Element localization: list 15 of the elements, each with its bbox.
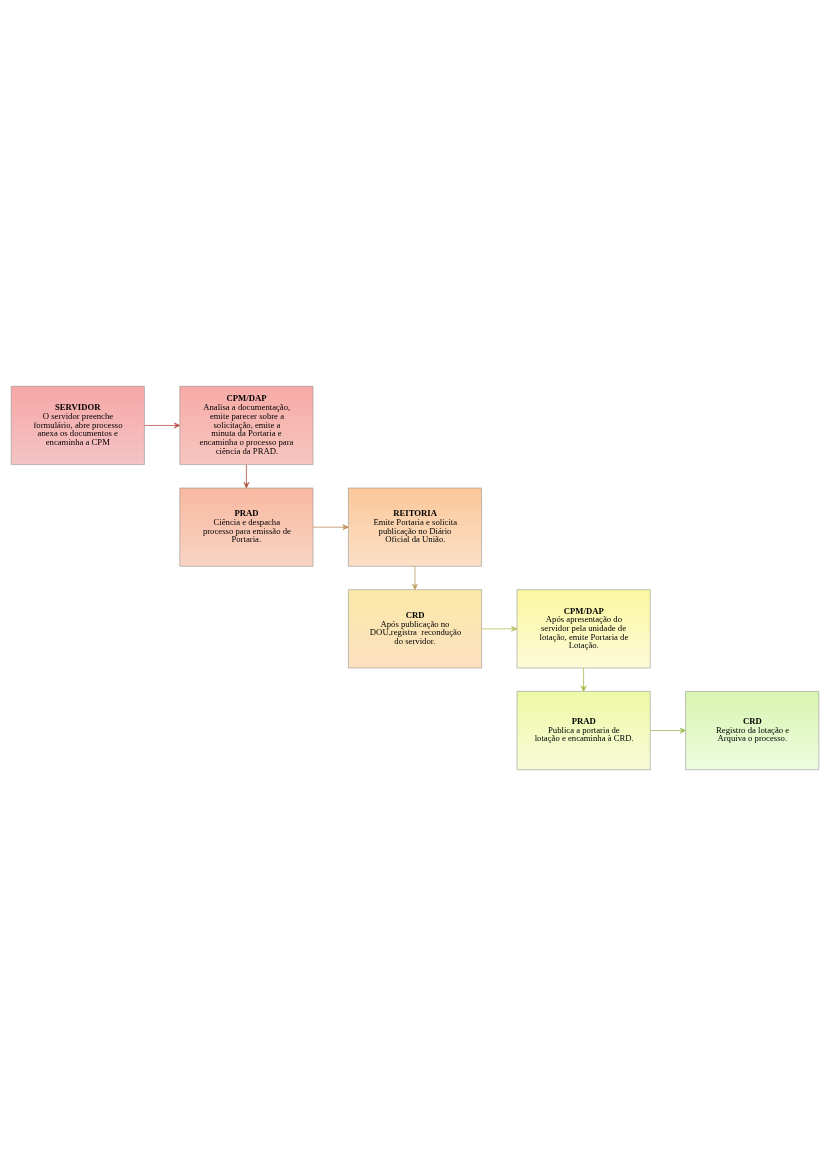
arrow — [580, 667, 586, 692]
arrow — [243, 463, 249, 488]
node-box: REITORIA Emite Portaria e solicita publicação no Diário Oficial da União. — [347, 487, 482, 567]
arrow — [411, 565, 418, 590]
node-box: PRAD Ciência e despacha processo para emissão de Portaria. — [179, 487, 313, 567]
node-box: CPM/DAP Analisa a documentação, emite parecer sobre a solicitação, emite a minuta da Portaria e encaminha o processo para ciência da PRAD. — [179, 385, 313, 465]
arrow — [480, 625, 517, 632]
node-box: CRD Após publicação no DOU,registra recondução do servidor. — [347, 588, 482, 668]
arrow — [649, 727, 686, 733]
arrow — [143, 422, 180, 428]
node-box: CRD Registro da lotação e Arquiva o processo. — [684, 690, 819, 770]
arrow — [312, 523, 349, 530]
node-box: CPM/DAP Após apresentação do servidor pela unidade de lotação, emite Portaria de Lotação. — [516, 588, 650, 668]
node-box: SERVIDOR O servidor preenche formulário, abre processo anexa os documentos e encaminha a CPM — [10, 385, 145, 465]
node-box: PRAD Publica a portaria de lotação e encaminha à CRD. — [516, 690, 650, 770]
